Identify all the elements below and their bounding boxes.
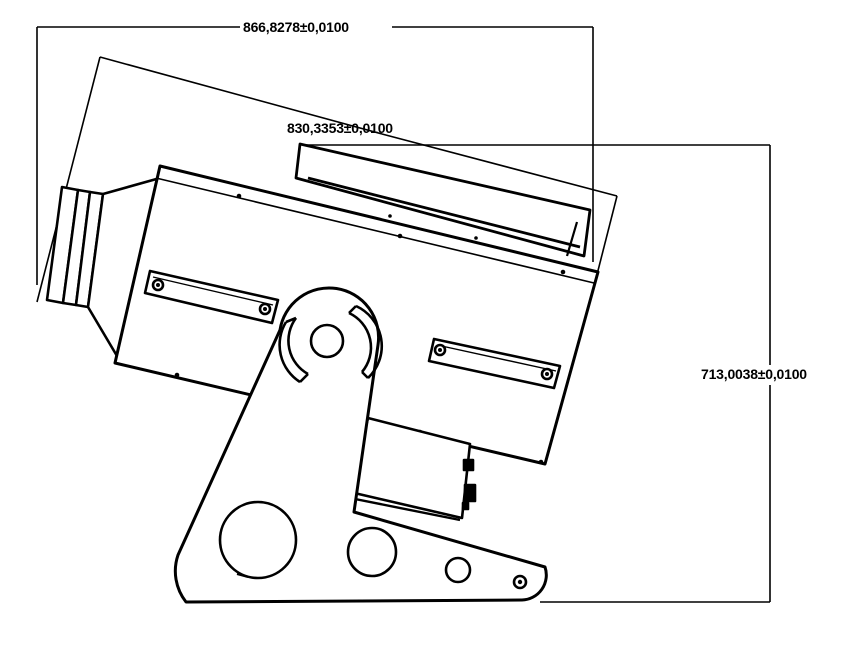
bracket-holes bbox=[218, 500, 528, 590]
lens-assembly bbox=[45, 176, 162, 358]
handle-rail-right bbox=[427, 337, 562, 390]
pivot-hub bbox=[278, 304, 384, 384]
top-plate bbox=[294, 142, 592, 258]
handle-rail-left bbox=[143, 269, 280, 325]
dimension-height-label: 713,0038±0,0100 bbox=[701, 366, 807, 382]
dimension-top-width-label: 830,3353±0,0100 bbox=[287, 120, 393, 136]
dimension-height bbox=[300, 144, 771, 603]
dimension-overall-width-label: 866,8278±0,0100 bbox=[243, 19, 349, 35]
